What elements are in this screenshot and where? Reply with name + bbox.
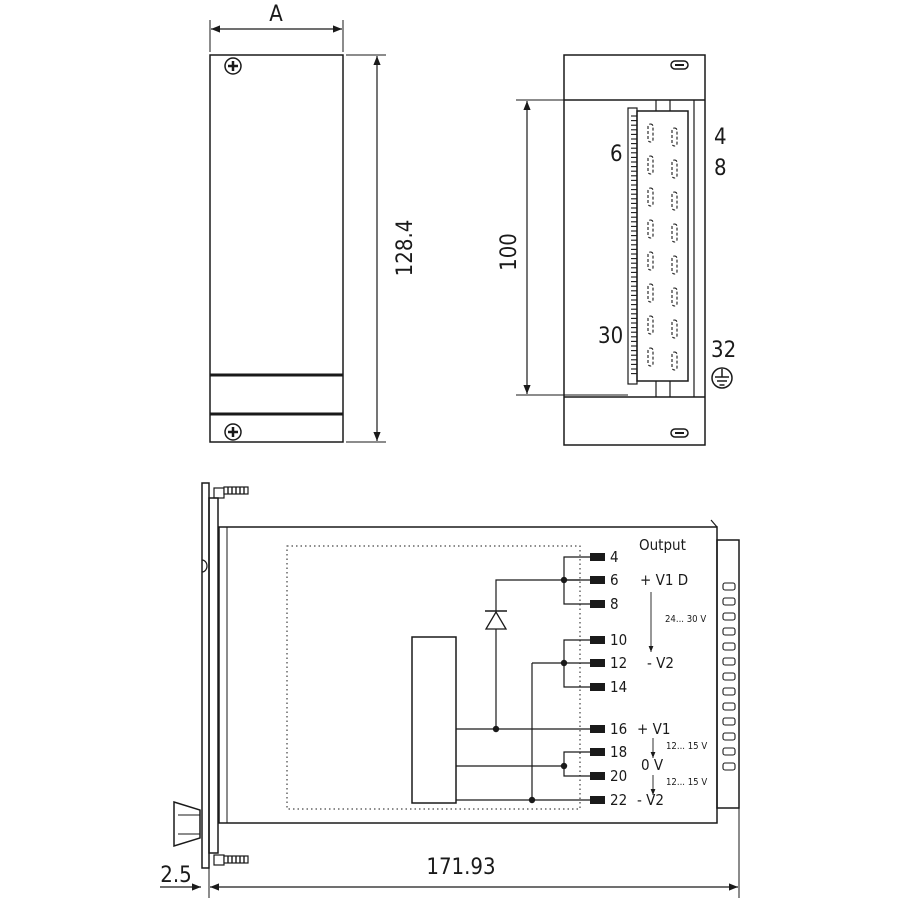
side-connector-block [716, 539, 740, 809]
connector-length-label: 100 [497, 233, 522, 271]
slot-icon [670, 428, 689, 438]
label-range-v1: 12... 15 V [666, 741, 707, 752]
side-view: 4 6 8 10 12 14 16 18 20 22 Output + V1 D 24... 30… [160, 482, 740, 898]
rear-connector [627, 100, 695, 397]
earth-ground-icon [711, 367, 733, 389]
output-pin [590, 553, 605, 561]
pin-number: 4 [610, 548, 619, 566]
pin-contact [671, 319, 678, 339]
pin-number: 20 [610, 767, 627, 785]
side-screw-head-bottom [213, 854, 225, 866]
screw-icon [223, 486, 249, 495]
pin-number: 22 [610, 791, 627, 809]
pin-label-32: 32 [711, 338, 736, 363]
pin-contact [671, 287, 678, 307]
pin-contact [647, 155, 654, 175]
output-title: Output [639, 536, 686, 554]
output-pin [590, 659, 605, 667]
pin-number: 6 [610, 571, 619, 589]
label-range-v1d: 24... 30 V [665, 614, 706, 625]
pin-contact [671, 223, 678, 243]
pin-number: 10 [610, 631, 627, 649]
connector-tooth [722, 717, 736, 726]
width-label: A [269, 2, 283, 27]
connector-tooth [722, 747, 736, 756]
pin-label-6: 6 [610, 142, 623, 167]
pin-contact [671, 351, 678, 371]
output-pin [590, 636, 605, 644]
rear-view: 100 4 8 6 30 32 [497, 54, 736, 446]
pin-contact [647, 123, 654, 143]
connector-tooth [722, 612, 736, 621]
offset-label: 2.5 [160, 863, 191, 888]
label-plus-v1: + V1 [637, 720, 670, 738]
output-pin [590, 772, 605, 780]
output-pin [590, 600, 605, 608]
pin-contact [647, 251, 654, 271]
pin-label-4: 4 [714, 125, 727, 150]
side-front-plate [201, 482, 210, 869]
junction-dots [492, 576, 568, 804]
pin-number: 16 [610, 720, 627, 738]
pin-contact [647, 315, 654, 335]
pin-number: 14 [610, 678, 627, 696]
connector-tooth [722, 687, 736, 696]
pin-label-8: 8 [714, 156, 727, 181]
output-pin [590, 796, 605, 804]
connector-tooth [722, 672, 736, 681]
label-plus-v1-d: + V1 D [640, 571, 688, 589]
screw-icon [223, 855, 249, 864]
screw-icon [224, 423, 242, 441]
pin-number: 12 [610, 654, 627, 672]
side-front-knob [201, 559, 208, 573]
pin-contact [647, 219, 654, 239]
screw-icon [224, 57, 242, 75]
diode-icon [484, 610, 508, 630]
slot-icon [670, 60, 689, 70]
pin-contact [647, 187, 654, 207]
pin-contact [647, 347, 654, 367]
side-screw-head-top [213, 487, 225, 499]
connector-tooth [722, 627, 736, 636]
pin-number: 18 [610, 743, 627, 761]
front-view: A 128.4 [209, 2, 418, 443]
side-front-plate-inner [208, 497, 219, 854]
front-panel [209, 54, 344, 443]
pin-contact [647, 283, 654, 303]
label-minus-v2-bottom: - V2 [637, 791, 664, 809]
connector-tooth [722, 762, 736, 771]
pin-label-30: 30 [598, 324, 623, 349]
connector-tooth [722, 657, 736, 666]
connector-tooth [722, 582, 736, 591]
pin-contact [671, 127, 678, 147]
pin-number: 8 [610, 595, 619, 613]
connector-tooth [722, 702, 736, 711]
label-range-v2: 12... 15 V [666, 777, 707, 788]
label-zero-v: 0 V [641, 756, 664, 774]
side-housing-corner [710, 519, 718, 528]
circuit-boundary [286, 545, 581, 810]
pin-contact [671, 255, 678, 275]
rear-housing [563, 54, 706, 446]
output-pin [590, 725, 605, 733]
handle-icon [173, 800, 201, 848]
height-label: 128.4 [393, 220, 418, 277]
converter-block [411, 636, 457, 804]
connector-tooth [722, 642, 736, 651]
pin-contact [671, 191, 678, 211]
output-pin [590, 748, 605, 756]
wiring [456, 556, 590, 801]
pin-contact [671, 159, 678, 179]
connector-tooth [722, 597, 736, 606]
connector-tooth [722, 732, 736, 741]
output-pin [590, 683, 605, 691]
output-pin [590, 576, 605, 584]
label-minus-v2-mid: - V2 [647, 654, 674, 672]
length-label: 171.93 [426, 855, 495, 880]
